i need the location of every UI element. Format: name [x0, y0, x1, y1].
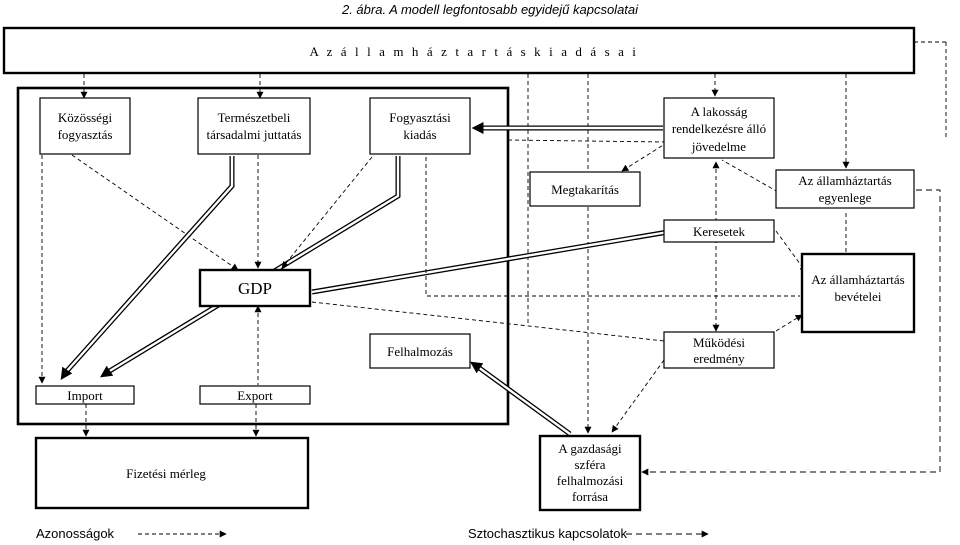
- label-mukodesi-1: Működési: [693, 335, 745, 350]
- label-fogyasztasi-1: Fogyasztási: [389, 110, 451, 125]
- identity-termeszetbeli-to-import: [64, 156, 235, 374]
- label-bevetelei-2: bevételei: [835, 289, 882, 304]
- label-lakossag-2: rendelkezésre álló: [672, 121, 766, 136]
- node-keresetek: [663, 219, 775, 243]
- node-megtakaritas: [529, 171, 641, 207]
- label-import: Import: [67, 388, 103, 403]
- node-fogyasztasi-kiadas: [369, 97, 471, 155]
- node-lakossag-jovedelme: [663, 97, 775, 159]
- label-megtakaritas: Megtakarítás: [551, 182, 619, 197]
- label-export: Export: [237, 388, 273, 403]
- arrow-mukodesi-to-gazdasagi: [611, 359, 665, 433]
- identity-fogyasztasi-to-import: [106, 156, 401, 375]
- node-fizetesi-merleg: [34, 436, 310, 510]
- node-import: [35, 385, 135, 405]
- figure-title: 2. ábra. A modell legfontosabb egyidejű …: [341, 2, 639, 17]
- label-egyenleg-1: Az államháztartás: [798, 173, 891, 188]
- label-gazdasagi-3: felhalmozási: [557, 473, 624, 488]
- arrow-egyenleg-to-gazdasagi: [641, 189, 941, 476]
- node-mukodesi-eredmeny: [663, 331, 775, 369]
- label-termeszetbeli-2: társadalmi juttatás: [207, 127, 302, 142]
- label-bevetelei-1: Az államháztartás: [811, 272, 904, 287]
- enclosing-frame: [16, 86, 510, 426]
- label-keresetek: Keresetek: [693, 224, 745, 239]
- label-lakossag-3: jövedelme: [691, 139, 746, 154]
- label-lakossag-1: A lakosság: [691, 104, 748, 119]
- label-fizetesi: Fizetési mérleg: [126, 466, 206, 481]
- node-export: [199, 385, 311, 405]
- label-gdp: GDP: [238, 279, 272, 298]
- node-gdp: [198, 268, 312, 308]
- label-felhalmozas: Felhalmozás: [387, 344, 453, 359]
- arrow-fogyasztasi-to-gdp: [281, 156, 373, 269]
- arrow-mukodesi-to-bevetelei: [775, 314, 803, 332]
- label-fogyasztasi-2: kiadás: [403, 127, 436, 142]
- legend-identity-label: Azonosságok: [36, 526, 115, 541]
- label-kozossegi-2: fogyasztás: [58, 127, 113, 142]
- label-kozossegi-1: Közösségi: [58, 110, 113, 125]
- label-gazdasagi-1: A gazdasági: [558, 441, 622, 456]
- node-allamhaztartas-bevetelei: [800, 252, 916, 334]
- legend-stochastic-label: Sztochasztikus kapcsolatok: [468, 526, 627, 541]
- node-kozossegi-fogyasztas: [39, 97, 131, 155]
- label-mukodesi-2: eredmény: [693, 351, 745, 366]
- arrow-fogyasztasi-to-lakossag: [507, 139, 665, 143]
- arrow-kozossegi-to-gdp: [71, 154, 239, 271]
- label-gazdasagi-2: szféra: [574, 457, 605, 472]
- label-gazdasagi-4: forrása: [572, 489, 608, 504]
- node-allamhaztartas-egyenlege: [775, 169, 915, 209]
- arrow-megtakaritas-gdp: [425, 157, 800, 297]
- arrow-gdp-to-mukodesi: [311, 301, 665, 342]
- top-box-state-expenditures: [2, 26, 916, 75]
- node-felhalmozas: [369, 333, 471, 369]
- top-box-label: A z á l l a m h á z t a r t á s k i a d …: [309, 44, 638, 59]
- arrow-lakossag-to-megtakaritas: [621, 141, 669, 172]
- node-termeszetbeli-juttatas: [197, 97, 311, 155]
- label-termeszetbeli-1: Természetbeli: [218, 110, 291, 125]
- label-egyenleg-2: egyenlege: [819, 190, 872, 205]
- node-gazdasagi-szfera: [538, 434, 642, 512]
- arrow-egyenleg-to-lakossag: [721, 159, 779, 193]
